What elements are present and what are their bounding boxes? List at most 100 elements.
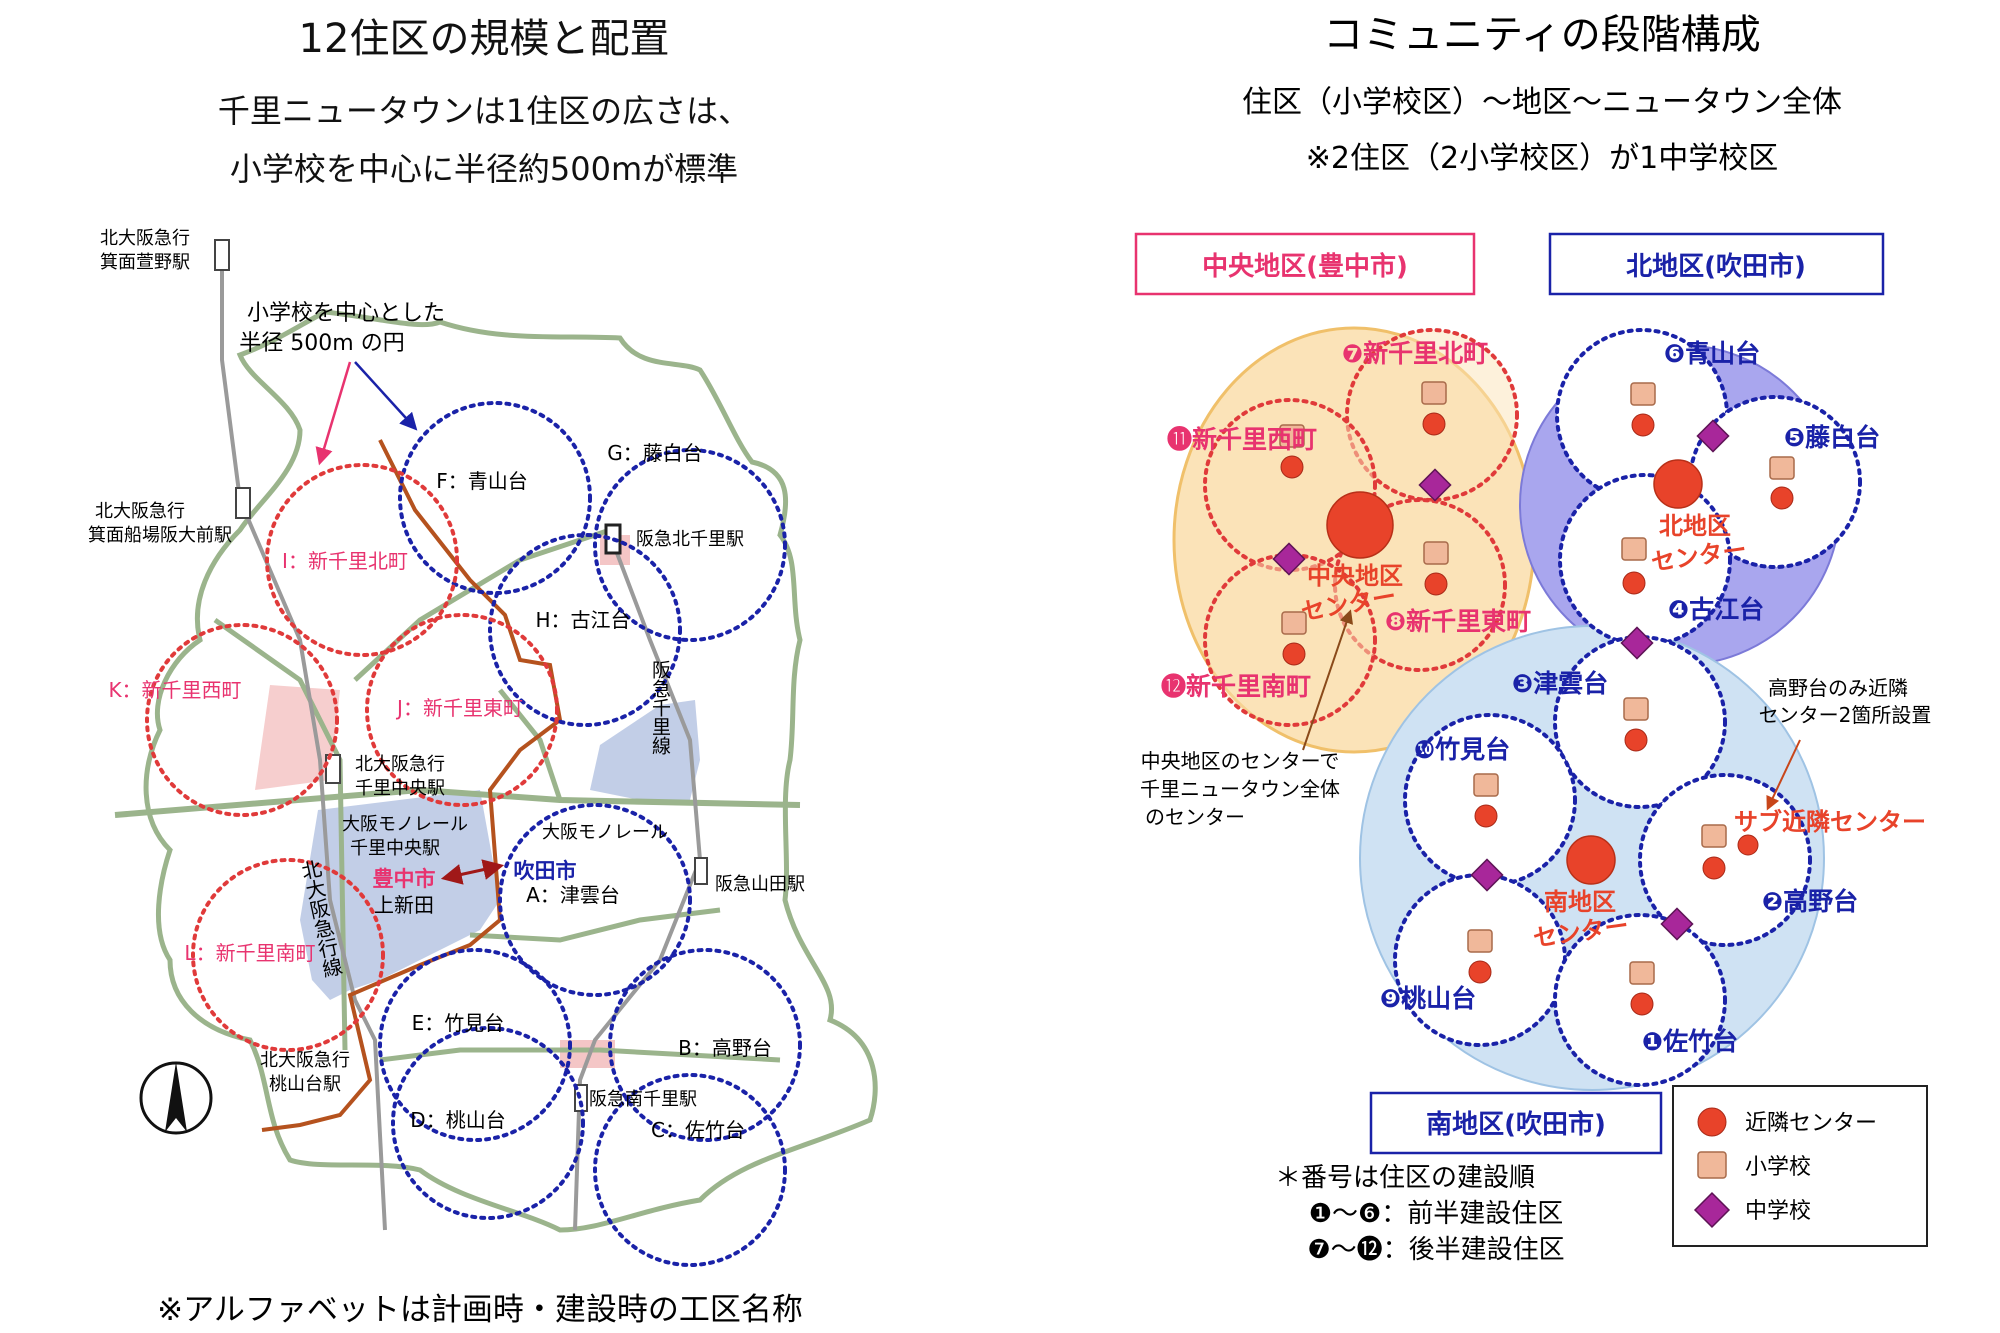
label-kayano-1: 北大阪急行: [100, 228, 190, 249]
res-11: ⓫新千里西町: [1167, 425, 1317, 454]
zone-box-kita: [1548, 232, 1885, 296]
res-2: ❷高野台: [1762, 887, 1858, 916]
neighbor-2-sub: [1737, 834, 1759, 856]
neighbor-5: [1770, 486, 1794, 510]
facilities: [1279, 381, 1795, 1016]
district-E: E：竹見台: [412, 1011, 505, 1035]
label-kamishinden: 上新田: [374, 893, 434, 917]
label-senba-1: 北大阪急行: [95, 501, 185, 522]
circle-E: [378, 948, 572, 1142]
anno-chuo-1: 中央地区のセンターで: [1141, 749, 1340, 773]
right-panel: コミュニティの段階構成 住区（小学校区）〜地区〜ニュータウン全体 ※2住区（2小…: [1134, 12, 1931, 1265]
circle-L: [191, 858, 385, 1052]
note-1: ＊番号は住区の建設順: [1275, 1163, 1535, 1193]
neighbor-9: [1468, 960, 1492, 984]
district-circles: [145, 401, 802, 1267]
label-monorail-line: 大阪モノレール: [542, 822, 668, 843]
label-senri-line: 阪急千里線: [649, 660, 671, 755]
station-kayano: [214, 239, 230, 271]
zone-label-minami: 南地区(吹田市): [1426, 1109, 1606, 1140]
neighbor-11: [1280, 455, 1304, 479]
right-subtitle-1: 住区（小学校区）〜地区〜ニュータウン全体: [1242, 85, 1842, 120]
right-title: コミュニティの段階構成: [1323, 12, 1761, 58]
res-7: ❼新千里北町: [1342, 339, 1488, 368]
legend-school-label: 小学校: [1745, 1155, 1811, 1180]
legend-neighbor-icon: [1697, 1107, 1727, 1137]
residential-circles: [1203, 328, 1862, 1087]
circle-C: [593, 1073, 787, 1267]
callout-2: 半径 500m の円: [239, 331, 404, 356]
district-I: I：新千里北町: [282, 549, 408, 573]
note-2: ❶〜❻：前半建設住区: [1309, 1199, 1564, 1229]
road-diag-5: [498, 688, 563, 801]
left-subtitle-1: 千里ニュータウンは1住区の広さは、: [218, 92, 750, 130]
rc-9: [1393, 873, 1567, 1047]
school-8: [1423, 541, 1449, 565]
anno-chuo-3: のセンター: [1145, 805, 1245, 829]
junior-highs: [1272, 419, 1730, 941]
circle-F: [398, 401, 592, 595]
residential-labels: ❼新千里北町 ⓫新千里西町 ❽新千里東町 ⓬新千里南町 ❻青山台 ❺藤白台 ❹古…: [1161, 339, 1880, 1056]
kita-osaka-line: [220, 245, 387, 1231]
jhs-chuo-north: [1418, 468, 1452, 502]
anno-takano-1: 高野台のみ近隣: [1768, 676, 1908, 700]
rc-2: [1638, 773, 1812, 947]
res-6: ❻青山台: [1664, 339, 1760, 368]
north-arrow-icon: [139, 1061, 213, 1135]
label-monorail-2: 千里中央駅: [350, 838, 440, 859]
res-3: ❸津雲台: [1512, 669, 1608, 698]
res-8: ❽新千里東町: [1385, 607, 1531, 636]
res-1: ❶佐竹台: [1642, 1027, 1738, 1056]
toyonaka-area: [300, 790, 500, 1000]
label-minami-senri: 阪急南千里駅: [589, 1089, 697, 1110]
zone-label-kita: 北地区(吹田市): [1626, 251, 1806, 282]
circle-G: [593, 448, 787, 642]
school-11: [1279, 424, 1305, 448]
neighbor-10: [1474, 804, 1498, 828]
center-chuo-1: 中央地区: [1307, 562, 1403, 590]
school-4: [1621, 537, 1647, 561]
district-K: K：新千里西町: [108, 678, 241, 702]
school-7: [1421, 381, 1447, 405]
neighbor-2: [1702, 856, 1726, 880]
neighbor-4: [1622, 571, 1646, 595]
rc-5: [1688, 395, 1862, 569]
callout-1: 小学校を中心とした: [247, 301, 445, 326]
school-6: [1630, 382, 1656, 406]
jhs-chuo-south: [1272, 542, 1306, 576]
center-sub: サブ近隣センター: [1734, 808, 1926, 836]
circle-K: [145, 623, 339, 817]
district-H: H：古江台: [535, 608, 630, 632]
district-A: A：津雲台: [526, 883, 620, 907]
jhs-minami-east: [1660, 907, 1694, 941]
label-toyonaka: 豊中市: [373, 867, 436, 891]
school-10: [1473, 773, 1499, 797]
note-3: ❼〜⓬：後半建設住区: [1307, 1235, 1564, 1265]
circle-J: [365, 613, 559, 807]
label-suita: 吹田市: [514, 859, 577, 883]
district-F: F：青山台: [436, 469, 528, 493]
left-footnote: ※アルファベットは計画時・建設時の工区名称: [157, 1292, 803, 1328]
station-senba: [235, 487, 251, 519]
center-chuo: [1326, 491, 1394, 559]
district-L: L：新千里南町: [184, 941, 315, 965]
legend-jhs-icon: [1693, 1191, 1731, 1229]
jhs-minami-west: [1470, 858, 1504, 892]
label-kayano-2: 箕面萱野駅: [100, 252, 190, 273]
neighbor-8: [1424, 572, 1448, 596]
label-monorail-1: 大阪モノレール: [342, 814, 468, 835]
legend-neighbor-label: 近隣センター: [1745, 1111, 1877, 1136]
center-minami-1: 南地区: [1544, 888, 1616, 916]
neighbor-7: [1422, 412, 1446, 436]
legend-school-icon: [1697, 1151, 1727, 1179]
res-12: ⓬新千里南町: [1161, 672, 1311, 701]
district-G: G：藤白台: [607, 441, 703, 465]
callout-arrow-blue: [354, 361, 418, 431]
anno-arrow-chuo: [1302, 609, 1354, 751]
res-5: ❺藤白台: [1784, 423, 1880, 452]
neighbor-3: [1624, 728, 1648, 752]
res-4: ❹古江台: [1668, 595, 1764, 624]
station-senri-chuo: [325, 754, 341, 784]
zone-box-chuo: [1134, 232, 1476, 296]
map-outline: [143, 309, 878, 1233]
